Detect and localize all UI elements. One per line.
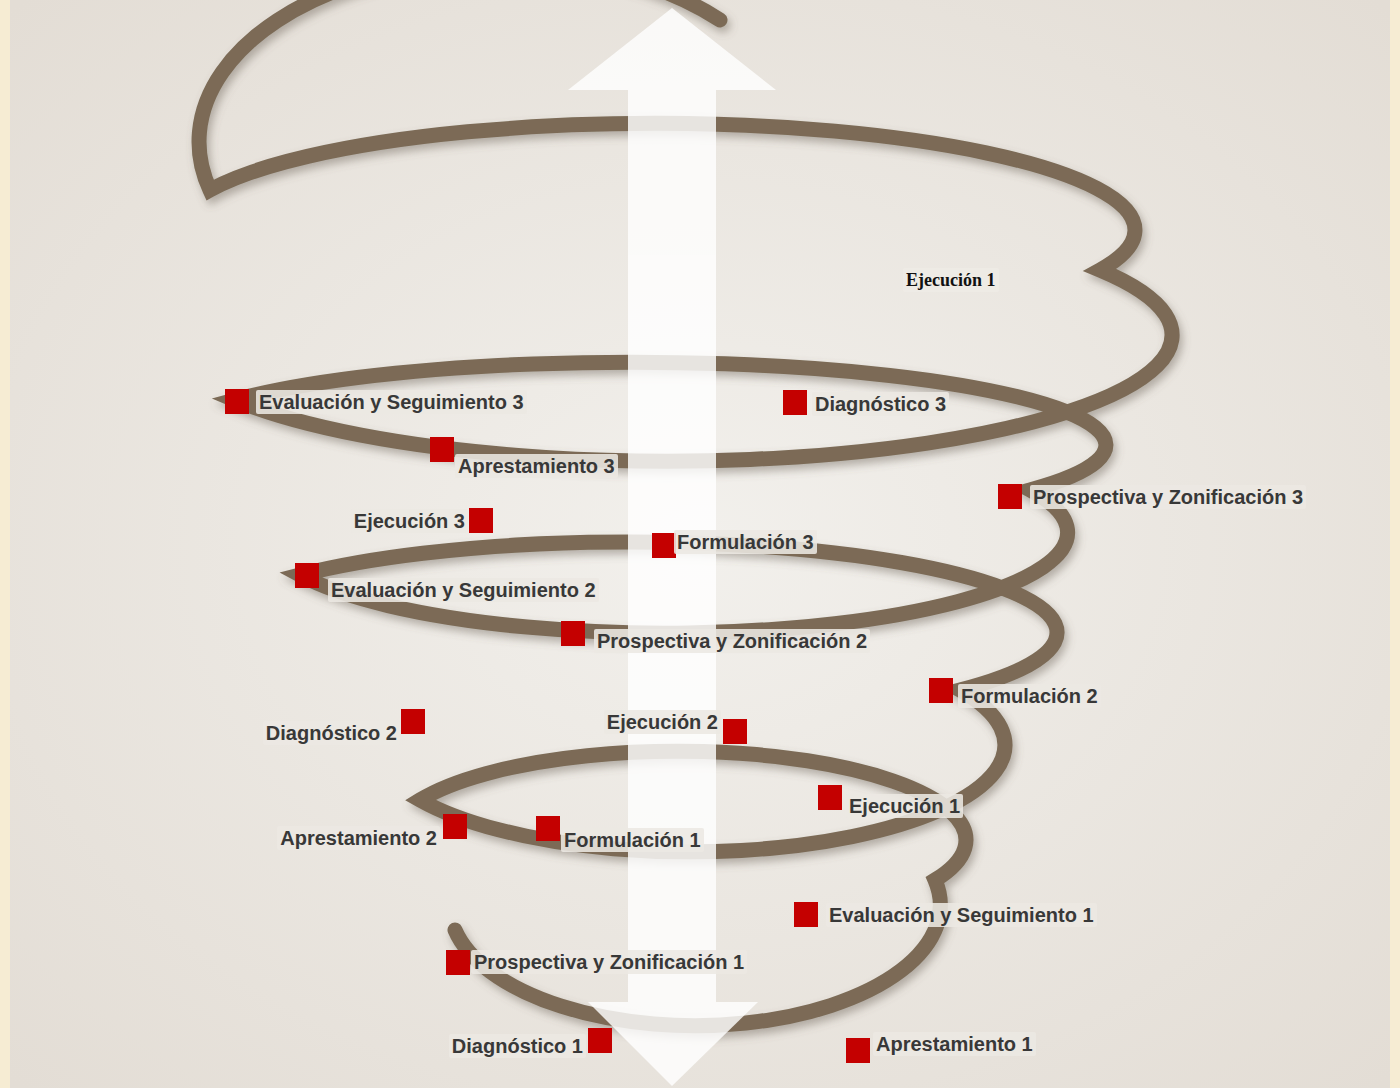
stage-label: Aprestamiento 3: [455, 454, 618, 478]
red-marker: [401, 709, 425, 734]
stage-label: Diagnóstico 2: [263, 721, 400, 745]
red-marker: [225, 389, 249, 414]
red-marker: [723, 719, 747, 744]
red-marker: [818, 785, 842, 810]
stage-label: Ejecución 2: [604, 710, 721, 734]
red-marker: [536, 816, 560, 841]
red-marker: [430, 437, 454, 462]
stage-label: Evaluación y Seguimiento 1: [826, 903, 1097, 927]
stage-label: Formulación 2: [958, 684, 1101, 708]
red-marker: [998, 484, 1022, 509]
red-marker: [469, 508, 493, 533]
spiral-band: [199, 0, 1172, 1026]
stage-label: Ejecución 1: [903, 268, 999, 292]
arrow-head-down: [588, 1002, 758, 1086]
red-marker: [295, 563, 319, 588]
stage-label: Diagnóstico 1: [449, 1034, 586, 1058]
stage-label: Aprestamiento 1: [873, 1032, 1036, 1056]
red-marker: [783, 390, 807, 415]
red-marker: [443, 814, 467, 839]
stage-markers: [225, 389, 1022, 1063]
stage-label: Formulación 3: [674, 530, 817, 554]
red-marker: [561, 621, 585, 646]
stage-label: Prospectiva y Zonificación 3: [1030, 485, 1306, 509]
stage-label: Prospectiva y Zonificación 1: [471, 950, 747, 974]
stage-label: Diagnóstico 3: [812, 392, 949, 416]
arrow-head-up: [568, 8, 776, 90]
stage-label: Formulación 1: [561, 828, 704, 852]
stage-label: Ejecución 3: [351, 509, 468, 533]
red-marker: [794, 902, 818, 927]
stage-label: Ejecución 1: [846, 794, 963, 818]
red-marker: [446, 950, 470, 975]
stage-label: Evaluación y Seguimiento 2: [328, 578, 599, 602]
stage-label: Prospectiva y Zonificación 2: [594, 629, 870, 653]
stage-label: Evaluación y Seguimiento 3: [256, 390, 527, 414]
red-marker: [929, 678, 953, 703]
red-marker: [652, 533, 676, 558]
red-marker: [846, 1038, 870, 1063]
stage-label: Aprestamiento 2: [277, 826, 440, 850]
red-marker: [588, 1028, 612, 1053]
background-panel: [10, 0, 1390, 1088]
